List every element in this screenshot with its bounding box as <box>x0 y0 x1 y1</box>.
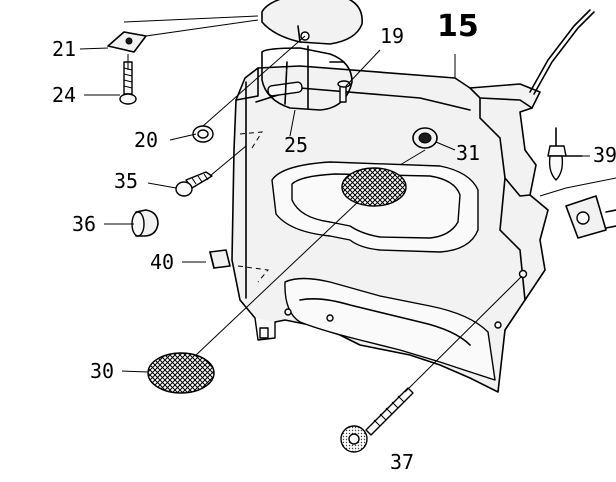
callout-36: 36 <box>72 212 96 236</box>
clip-21 <box>107 31 147 53</box>
callout-40: 40 <box>150 250 174 274</box>
callout-35: 35 <box>114 169 138 193</box>
callout-30: 30 <box>90 359 114 383</box>
speaker-grille-30-installed <box>341 167 407 207</box>
trim-panel <box>231 65 549 393</box>
callout-39: 39 <box>593 143 616 167</box>
upper-cover-part <box>261 0 363 111</box>
speaker-grille-30 <box>147 352 215 394</box>
cap-36 <box>131 209 159 237</box>
callout-21: 21 <box>52 37 76 61</box>
side-bracket <box>565 195 616 239</box>
leader-lines <box>79 15 616 393</box>
callout-37: 37 <box>390 450 414 474</box>
cable <box>529 9 591 93</box>
callout-31: 31 <box>456 141 480 165</box>
bolt-37 <box>340 387 414 453</box>
callout-25: 25 <box>284 133 308 157</box>
push-pin-35 <box>175 171 213 197</box>
callout-24: 24 <box>52 83 76 107</box>
grommet-20 <box>192 125 214 143</box>
clip-39 <box>547 127 583 181</box>
block-40 <box>209 249 231 269</box>
callout-20: 20 <box>134 128 158 152</box>
diagram-number: 15 <box>437 9 479 44</box>
callout-19: 19 <box>380 24 404 48</box>
grommet-31 <box>412 127 438 149</box>
